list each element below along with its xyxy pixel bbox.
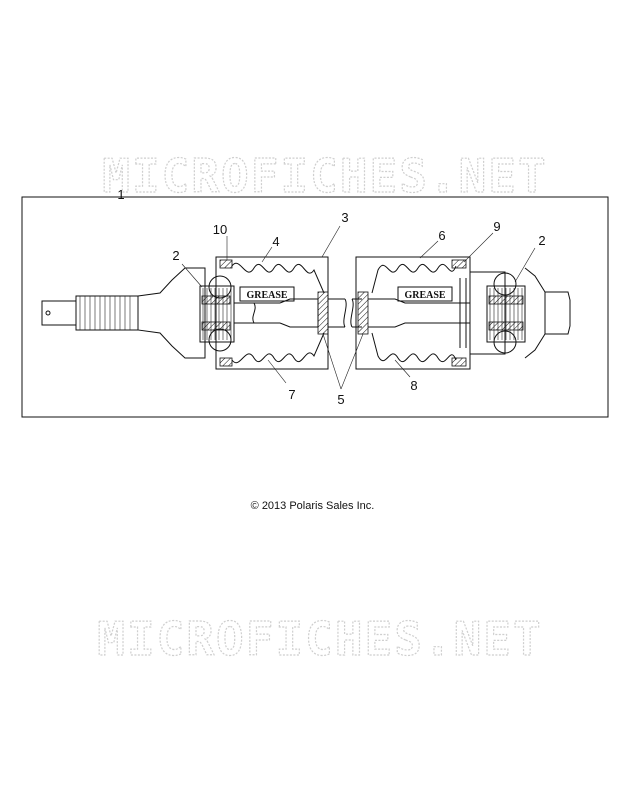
callout-4: 4 (272, 234, 279, 249)
callout-2-left: 2 (172, 248, 179, 263)
left-boot: GREASE (231, 263, 325, 363)
callout-10: 10 (213, 222, 227, 237)
center-shaft-left (234, 291, 347, 335)
callout-6: 6 (438, 228, 445, 243)
left-stub-shaft (41, 267, 206, 359)
callout-1: 1 (117, 187, 124, 202)
copyright-notice: © 2013 Polaris Sales Inc. (250, 500, 375, 512)
callout-3: 3 (341, 210, 348, 225)
watermark-bottom: MICROFICHES.NET (97, 612, 542, 666)
left-cv-joint (199, 256, 329, 370)
right-cv-joint (350, 256, 506, 370)
watermark-top: MICROFICHES.NET (102, 149, 547, 203)
callout-8: 8 (410, 378, 417, 393)
callout-9: 9 (493, 219, 500, 234)
callout-7: 7 (288, 387, 295, 402)
grease-label-left: GREASE (246, 290, 287, 301)
callout-2-right: 2 (538, 233, 545, 248)
leader-lines (181, 225, 536, 390)
right-outer-joint (486, 267, 571, 359)
grease-label-right: GREASE (404, 290, 445, 301)
right-boot: GREASE (371, 263, 457, 363)
assembly-frame (21, 196, 609, 418)
callout-5: 5 (337, 392, 344, 407)
